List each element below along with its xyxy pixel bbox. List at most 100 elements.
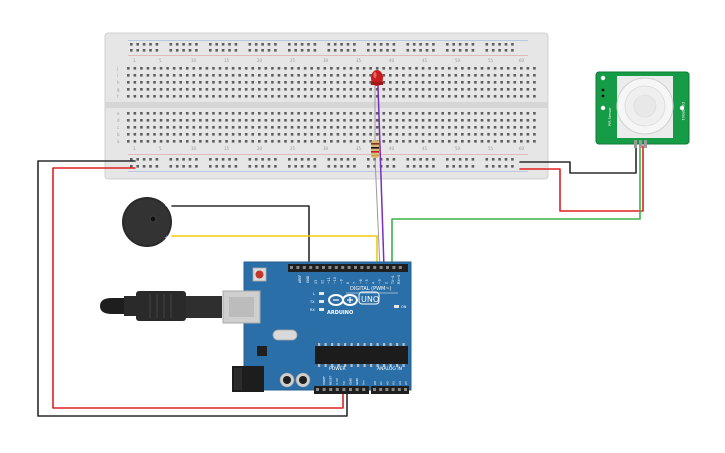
- breadboard-hole[interactable]: [533, 67, 536, 70]
- breadboard-hole[interactable]: [185, 126, 189, 129]
- breadboard-hole[interactable]: [149, 158, 152, 161]
- breadboard-hole[interactable]: [421, 119, 425, 122]
- breadboard-hole[interactable]: [297, 112, 300, 115]
- breadboard-hole[interactable]: [149, 49, 152, 52]
- breadboard-hole[interactable]: [251, 81, 255, 84]
- header-pin[interactable]: [397, 388, 401, 391]
- breadboard-hole[interactable]: [218, 74, 222, 77]
- breadboard-hole[interactable]: [218, 112, 222, 115]
- wire-purple-led[interactable]: [377, 85, 385, 269]
- breadboard-hole[interactable]: [454, 95, 458, 98]
- breadboard-hole[interactable]: [480, 95, 484, 98]
- breadboard-hole[interactable]: [330, 133, 333, 136]
- breadboard-hole[interactable]: [526, 88, 530, 91]
- breadboard-hole[interactable]: [511, 43, 514, 46]
- breadboard-hole[interactable]: [428, 95, 431, 98]
- breadboard-hole[interactable]: [294, 43, 297, 46]
- breadboard-hole[interactable]: [172, 88, 176, 91]
- breadboard-hole[interactable]: [362, 88, 366, 91]
- breadboard-hole[interactable]: [192, 88, 196, 91]
- breadboard-hole[interactable]: [136, 43, 139, 46]
- breadboard-hole[interactable]: [271, 133, 274, 136]
- breadboard-hole[interactable]: [215, 165, 218, 168]
- breadboard-hole[interactable]: [343, 140, 346, 143]
- breadboard-hole[interactable]: [284, 140, 287, 143]
- breadboard-hole[interactable]: [415, 95, 418, 98]
- breadboard-hole[interactable]: [389, 67, 392, 70]
- breadboard-hole[interactable]: [133, 133, 137, 136]
- breadboard-hole[interactable]: [362, 133, 366, 136]
- breadboard-hole[interactable]: [520, 81, 523, 84]
- breadboard-hole[interactable]: [493, 95, 497, 98]
- breadboard-hole[interactable]: [153, 74, 156, 77]
- breadboard-hole[interactable]: [382, 88, 386, 91]
- breadboard-hole[interactable]: [140, 81, 143, 84]
- breadboard-hole[interactable]: [251, 74, 255, 77]
- breadboard-hole[interactable]: [493, 119, 497, 122]
- breadboard-hole[interactable]: [297, 133, 300, 136]
- breadboard-hole[interactable]: [199, 140, 202, 143]
- breadboard-hole[interactable]: [362, 126, 366, 129]
- breadboard-hole[interactable]: [142, 165, 146, 168]
- breadboard-hole[interactable]: [254, 158, 258, 161]
- breadboard-hole[interactable]: [500, 112, 503, 115]
- breadboard-hole[interactable]: [172, 95, 176, 98]
- breadboard-hole[interactable]: [487, 88, 490, 91]
- breadboard-hole[interactable]: [526, 112, 530, 115]
- breadboard-hole[interactable]: [307, 49, 310, 52]
- breadboard-hole[interactable]: [127, 88, 130, 91]
- breadboard-hole[interactable]: [166, 95, 169, 98]
- breadboard-hole[interactable]: [225, 88, 228, 91]
- breadboard-hole[interactable]: [343, 112, 346, 115]
- breadboard-hole[interactable]: [323, 81, 327, 84]
- breadboard-hole[interactable]: [375, 126, 379, 129]
- breadboard-hole[interactable]: [533, 81, 536, 84]
- header-pin[interactable]: [349, 388, 352, 391]
- breadboard-hole[interactable]: [258, 140, 261, 143]
- breadboard-hole[interactable]: [146, 81, 150, 84]
- breadboard-hole[interactable]: [425, 49, 429, 52]
- breadboard-hole[interactable]: [277, 133, 281, 136]
- breadboard-hole[interactable]: [346, 43, 350, 46]
- breadboard-hole[interactable]: [454, 112, 458, 115]
- breadboard-hole[interactable]: [146, 133, 150, 136]
- breadboard-hole[interactable]: [258, 88, 261, 91]
- breadboard-hole[interactable]: [356, 95, 359, 98]
- breadboard-hole[interactable]: [205, 88, 209, 91]
- breadboard-hole[interactable]: [228, 158, 231, 161]
- pir-sensor[interactable]: PIR Sensor D0: SR501: [595, 71, 690, 148]
- breadboard-hole[interactable]: [415, 74, 418, 77]
- breadboard-hole[interactable]: [446, 43, 449, 46]
- breadboard-hole[interactable]: [225, 140, 228, 143]
- breadboard-hole[interactable]: [153, 81, 156, 84]
- breadboard-hole[interactable]: [149, 43, 152, 46]
- breadboard-hole[interactable]: [474, 119, 477, 122]
- breadboard-hole[interactable]: [146, 88, 150, 91]
- breadboard-hole[interactable]: [231, 119, 235, 122]
- breadboard-hole[interactable]: [421, 74, 425, 77]
- breadboard-hole[interactable]: [300, 165, 304, 168]
- breadboard-hole[interactable]: [209, 43, 212, 46]
- breadboard-hole[interactable]: [493, 88, 497, 91]
- breadboard-hole[interactable]: [382, 112, 386, 115]
- breadboard-hole[interactable]: [127, 81, 130, 84]
- breadboard-hole[interactable]: [284, 126, 287, 129]
- breadboard-hole[interactable]: [248, 49, 252, 52]
- breadboard-hole[interactable]: [467, 140, 471, 143]
- breadboard-hole[interactable]: [248, 158, 252, 161]
- breadboard-hole[interactable]: [487, 119, 490, 122]
- breadboard-hole[interactable]: [330, 67, 333, 70]
- breadboard-hole[interactable]: [474, 88, 477, 91]
- breadboard-hole[interactable]: [513, 133, 517, 136]
- header-pin[interactable]: [316, 388, 319, 391]
- breadboard-hole[interactable]: [307, 165, 310, 168]
- breadboard-hole[interactable]: [140, 67, 143, 70]
- breadboard-hole[interactable]: [369, 88, 372, 91]
- breadboard-hole[interactable]: [386, 49, 389, 52]
- breadboard-hole[interactable]: [493, 81, 497, 84]
- breadboard-hole[interactable]: [225, 74, 228, 77]
- breadboard-hole[interactable]: [356, 133, 359, 136]
- breadboard-hole[interactable]: [441, 119, 444, 122]
- breadboard-hole[interactable]: [313, 43, 317, 46]
- breadboard-hole[interactable]: [408, 126, 412, 129]
